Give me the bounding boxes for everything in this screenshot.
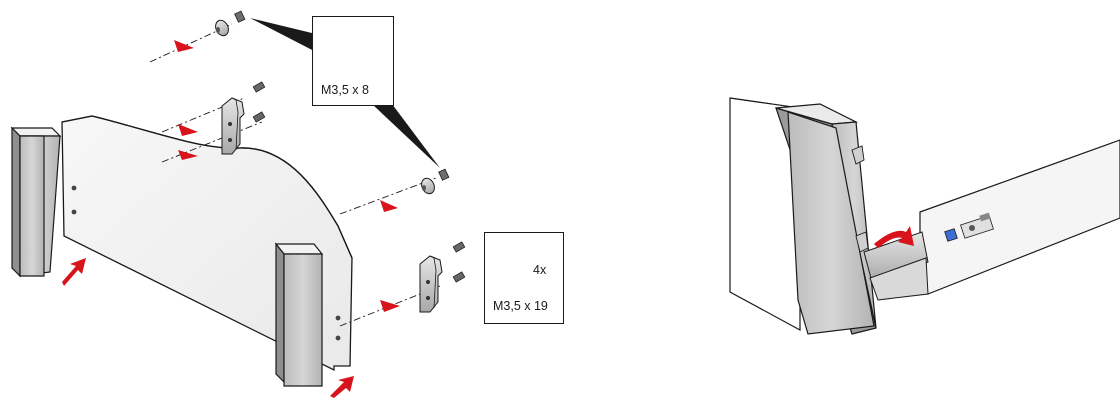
arrow-engage-front bbox=[874, 226, 914, 248]
upper-connector-hardware bbox=[215, 10, 246, 37]
screw-size-label: M3,5 x 19 bbox=[493, 299, 548, 313]
callout-pointer-lower bbox=[372, 104, 440, 168]
screw-callout-short: M3,5 x 8 bbox=[312, 16, 394, 106]
arrow-lower-connector bbox=[380, 200, 398, 212]
lower-mounting-bracket bbox=[419, 241, 466, 313]
screw-size-label: M3,5 x 8 bbox=[321, 83, 369, 97]
right-assembly bbox=[729, 97, 1120, 335]
drawer-front-block bbox=[775, 103, 877, 335]
arrow-lower-bracket bbox=[380, 300, 400, 312]
drawer-front-lock-icon bbox=[944, 212, 994, 242]
arrow-right-block bbox=[330, 376, 354, 398]
arrow-upper-bracket-1 bbox=[178, 124, 198, 136]
upper-mounting-bracket bbox=[221, 81, 266, 155]
right-front-block bbox=[274, 242, 324, 387]
arrow-upper-bracket-2 bbox=[178, 150, 198, 160]
arrow-left-block bbox=[62, 258, 86, 286]
callout-pointer-upper bbox=[250, 18, 316, 52]
arrow-upper-connector bbox=[174, 40, 194, 52]
lower-connector-hardware bbox=[421, 168, 450, 195]
screw-quantity-label: 4x bbox=[533, 263, 547, 277]
insert-arrows bbox=[62, 40, 400, 398]
drawer-back-panel bbox=[729, 97, 801, 332]
screw-callout-long: 4x M3,5 x 19 bbox=[484, 232, 564, 324]
left-front-block bbox=[10, 126, 62, 278]
drawer-side-profile bbox=[919, 139, 1120, 295]
left-assembly bbox=[10, 10, 526, 398]
